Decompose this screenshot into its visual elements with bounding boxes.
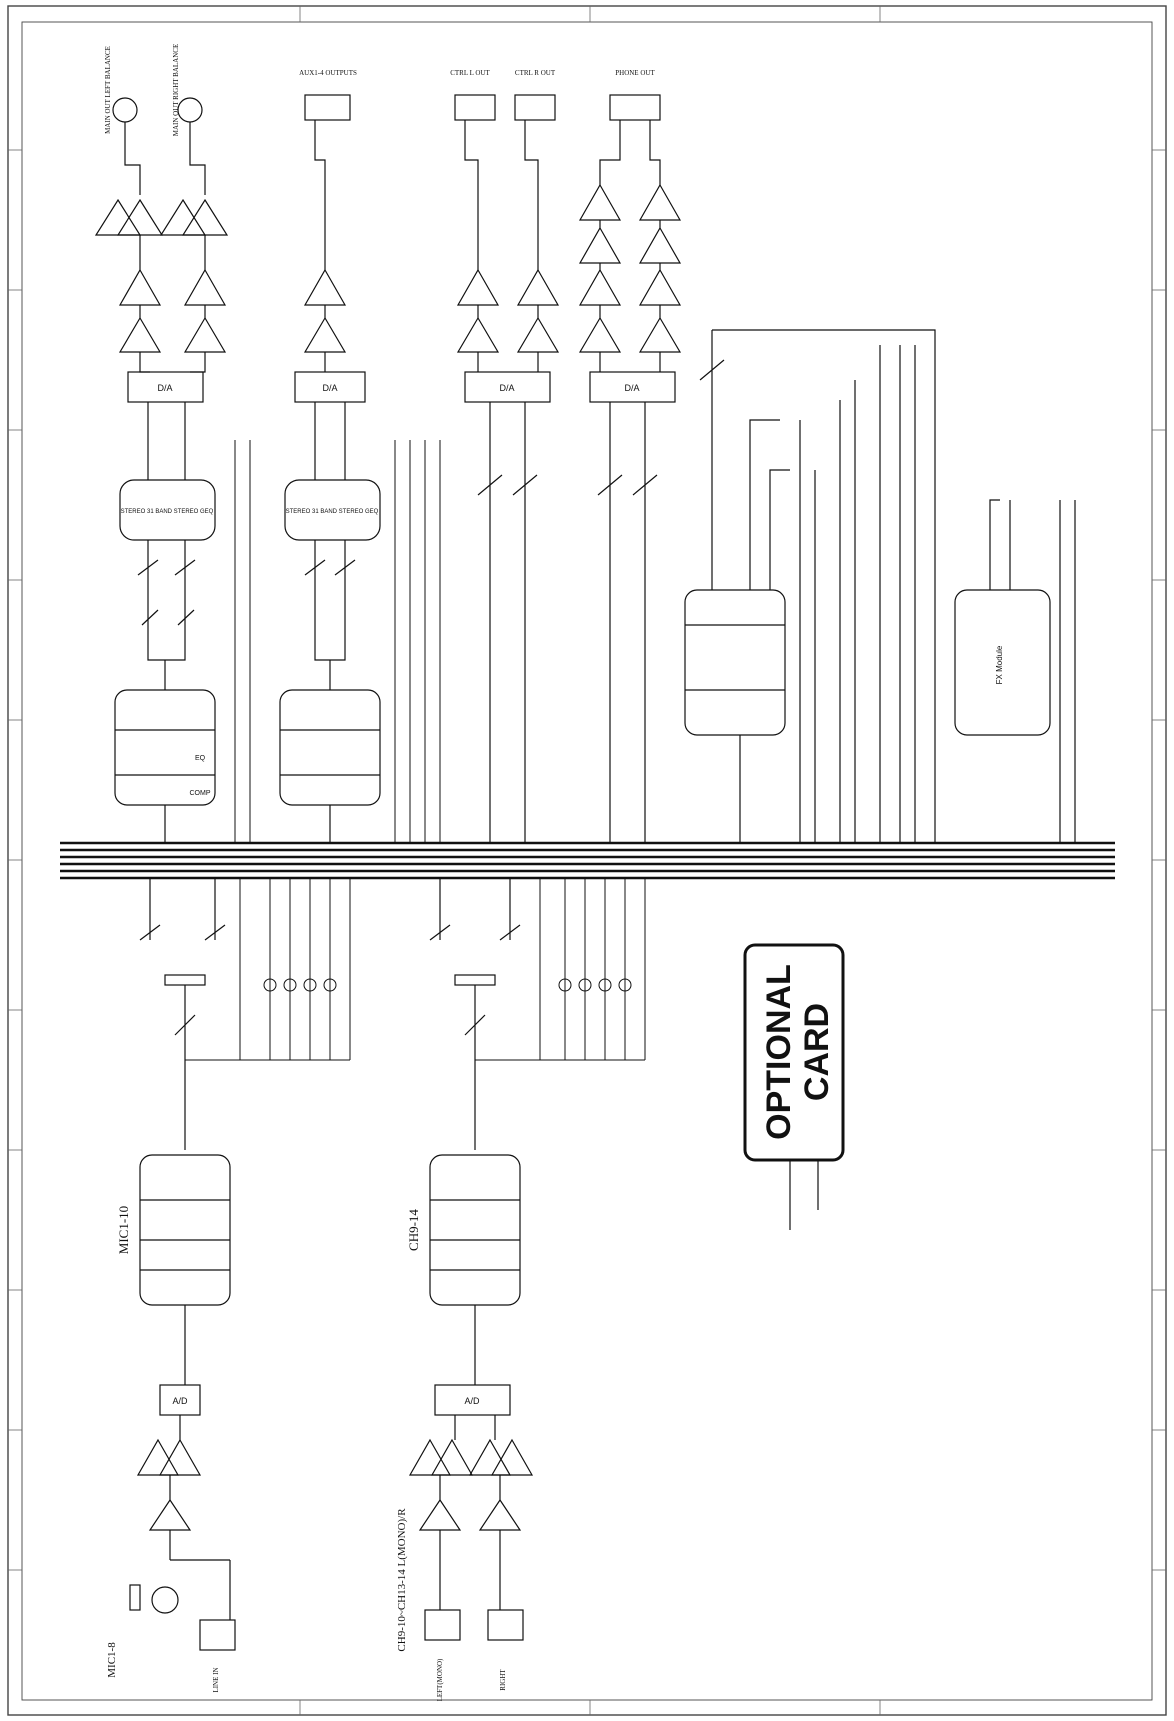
main-output-chain	[94, 97, 229, 690]
amplifier-triangle-icon	[116, 198, 164, 236]
amplifier-triangle-icon	[181, 198, 229, 236]
line-in-label: LINE IN	[212, 1667, 220, 1692]
phones-label: PHONE OUT	[615, 69, 655, 77]
output-bus-drops	[234, 440, 441, 843]
da-block	[294, 371, 366, 403]
fx-channel-card	[684, 589, 786, 736]
resistor-icon	[129, 1584, 141, 1611]
da-label-ctrl: D/A	[499, 383, 514, 393]
ad-block	[434, 1384, 511, 1416]
ch-ad-label: A/D	[464, 1396, 480, 1406]
eq-label: EQ	[195, 755, 206, 762]
phones-output-chain	[578, 94, 682, 843]
da-block	[464, 371, 551, 403]
jack-connector-icon	[199, 1619, 236, 1651]
jack-connector-icon	[424, 1609, 461, 1641]
jack-connector-icon	[487, 1609, 524, 1641]
amplifier-triangle-icon	[183, 268, 227, 306]
xlr-connector-icon	[177, 97, 203, 123]
aux-output-chain	[279, 94, 381, 843]
ch-channel-card	[429, 1154, 521, 1306]
amplifier-triangle-icon	[118, 268, 162, 306]
sheet-inner-border	[21, 21, 1153, 1701]
amplifier-triangle-icon	[94, 198, 142, 236]
main-left-label: MAIN OUT LEFT BALANCE	[104, 46, 112, 134]
amplifier-triangle-icon	[303, 316, 347, 353]
xlr-connector-icon	[112, 97, 138, 123]
da-block	[589, 371, 676, 403]
amplifier-triangle-icon	[159, 198, 207, 236]
pan-pot-icon	[454, 974, 496, 986]
ch-section-title: CH9-14	[406, 1209, 421, 1251]
geq-label-aux: STEREO 31 BAND STEREO GEQ	[286, 509, 379, 515]
ctrl-l-label: CTRL L OUT	[450, 69, 490, 77]
mic-channel-strip	[129, 878, 236, 1651]
ch-left-label: LEFT(MONO)	[436, 1658, 444, 1701]
ch-input-label: CH9-10~CH13-14 L(MONO)/R	[396, 1508, 408, 1652]
optional-card-title-line2: CARD	[798, 1003, 836, 1101]
da-label-phones: D/A	[624, 383, 639, 393]
geq-block-main	[119, 479, 216, 541]
geq-block-aux	[284, 479, 381, 541]
main-right-label: MAIN OUT RIGHT BALANCE	[172, 44, 180, 137]
fx-return-chain	[684, 329, 1076, 843]
xlr-connector-icon	[151, 1586, 179, 1614]
main-channel-card	[114, 689, 216, 843]
amplifier-triangle-icon	[303, 268, 347, 306]
ch-channel-strip	[408, 878, 534, 1641]
da-label-aux: D/A	[322, 383, 337, 393]
mix-bus-group	[60, 841, 1115, 880]
fx-module-block	[954, 589, 1051, 736]
optional-card-box: OPTIONAL CARD	[743, 943, 845, 1230]
da-label: D/A	[157, 383, 172, 393]
ctrl-output-chain	[454, 94, 560, 843]
mic-channel-card	[139, 1154, 231, 1306]
da-block	[127, 371, 204, 403]
ctrl-r-label: CTRL R OUT	[515, 69, 556, 77]
optional-card-title-line1: OPTIONAL	[760, 964, 798, 1140]
mic-ad-label: A/D	[172, 1396, 188, 1406]
amplifier-triangle-icon	[118, 316, 162, 353]
fx-module-label: FX Module	[995, 645, 1004, 684]
aux-outputs-label: AUX1-4 OUTPUTS	[299, 69, 357, 77]
aux-send-pots	[185, 878, 646, 1061]
amplifier-triangle-icon	[183, 316, 227, 353]
ch-right-label: RIGHT	[499, 1669, 507, 1691]
mic-input-label: MIC1-8	[106, 1642, 118, 1678]
pan-pot-icon	[164, 974, 206, 986]
frame-zone-ticks	[8, 6, 1166, 1715]
mic-section-title: MIC1-10	[116, 1206, 131, 1254]
comp-label: COMP	[190, 790, 211, 797]
jack-connector-icon	[304, 94, 351, 121]
geq-label: STEREO 31 BAND STEREO GEQ	[121, 509, 214, 515]
sheet-outer-border	[7, 5, 1167, 1716]
